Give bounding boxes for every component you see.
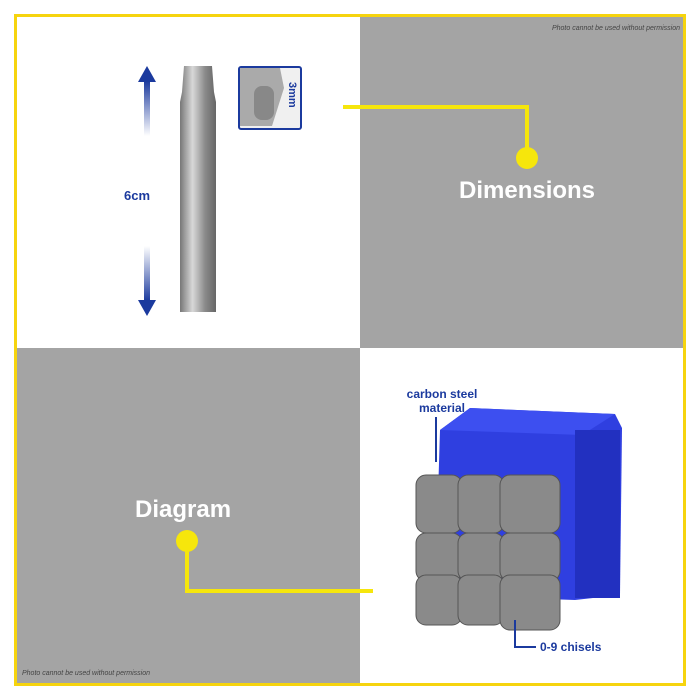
connector-line: [185, 545, 189, 593]
character-size-inset: 3mm: [238, 66, 302, 130]
callout-line: [435, 417, 437, 462]
watermark-top: Photo cannot be used without permission: [551, 25, 680, 32]
punch-set-image: [415, 408, 622, 631]
material-callout: carbon steel material: [406, 387, 478, 415]
dimensions-label-panel: [360, 17, 683, 348]
callout-line: [514, 620, 516, 648]
connector-dot: [516, 147, 538, 169]
punch-tip-icon: [240, 68, 284, 126]
length-label: 6cm: [124, 188, 151, 203]
yellow-frame: [14, 14, 686, 686]
connector-line: [343, 105, 529, 109]
diagram-label-panel: [17, 348, 360, 683]
punch-image: [180, 66, 216, 312]
char-size-label: 3mm: [286, 82, 298, 108]
callout-line: [514, 646, 536, 648]
diagram-title: Diagram: [135, 496, 232, 523]
watermark-bottom: Photo cannot be used without permission: [22, 670, 151, 677]
connector-line: [185, 589, 373, 593]
length-arrow-icon: [138, 66, 156, 316]
chisels-callout: 0-9 chisels: [540, 640, 602, 654]
dimensions-title: Dimensions: [459, 177, 596, 204]
connector-line: [525, 105, 529, 155]
connector-dot: [176, 530, 198, 552]
